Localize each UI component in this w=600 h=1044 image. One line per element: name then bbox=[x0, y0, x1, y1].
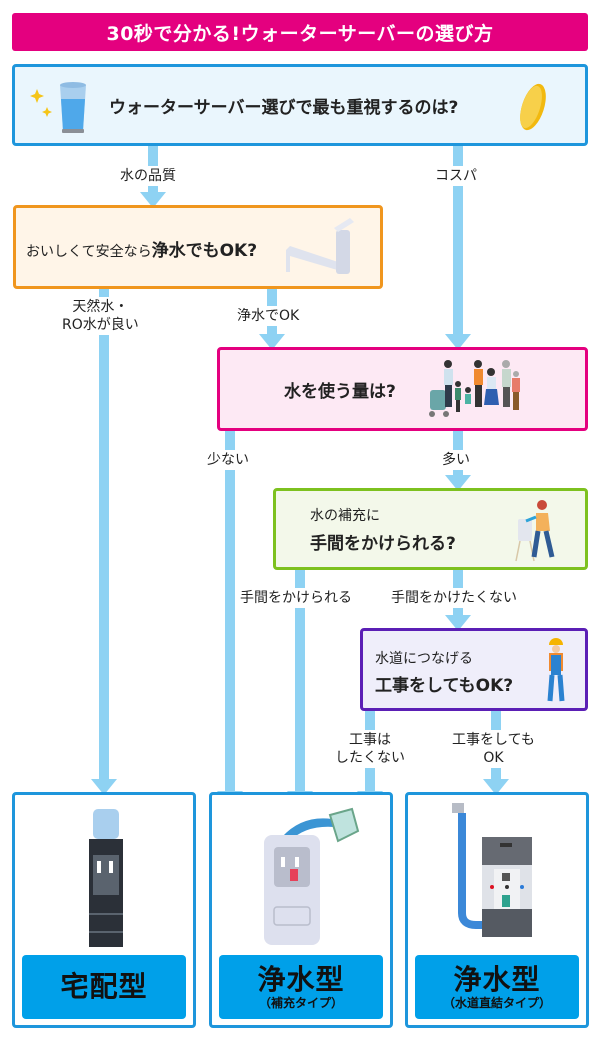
arrow-natural-ro bbox=[91, 779, 117, 795]
branch-label-less: 少ない bbox=[205, 450, 251, 470]
arrow-cost bbox=[445, 334, 471, 350]
result-delivery-type-main: 宅配型 bbox=[60, 970, 148, 1003]
question-refill-effort: 水の補充に 手間をかけられる? bbox=[273, 488, 588, 570]
question-purified-ok: おいしくて安全なら浄水でもOK? bbox=[13, 205, 383, 289]
branch-label-cost: コスパ bbox=[433, 166, 479, 186]
question-usage-amount: 水を使う量は? bbox=[217, 347, 588, 431]
result-tap-connected-type: 浄水型 （水道直結タイプ） bbox=[405, 792, 589, 1028]
arrow-no-effort bbox=[445, 615, 471, 631]
question-purified-ok-text: おいしくて安全なら浄水でもOK? bbox=[26, 236, 257, 261]
branch-label-can-effort: 手間をかけられる bbox=[238, 588, 354, 608]
worker-icon bbox=[547, 638, 565, 702]
branch-label-natural-ro-line2: RO水が良い bbox=[62, 317, 139, 333]
water-glass-icon bbox=[30, 82, 86, 133]
question-purified-prefix: おいしくて安全なら bbox=[26, 244, 152, 260]
result-refill-type: 浄水型 （補充タイプ） bbox=[209, 792, 393, 1028]
refill-water-server-icon bbox=[264, 807, 360, 945]
tap-connected-water-server-icon bbox=[452, 803, 532, 937]
branch-label-work-ok-line1: 工事をしても bbox=[452, 732, 535, 748]
arrow-quality bbox=[140, 192, 166, 208]
branch-label-work-ok-line2: OK bbox=[483, 750, 504, 766]
bottled-water-server-icon bbox=[89, 809, 123, 947]
result-refill-type-sub: （補充タイプ） bbox=[258, 996, 343, 1010]
branch-label-work-ok: 工事をしても OK bbox=[450, 730, 537, 768]
branch-label-quality: 水の品質 bbox=[118, 166, 178, 186]
faucet-icon bbox=[286, 218, 354, 274]
result-delivery-type: 宅配型 bbox=[12, 792, 196, 1028]
question-plumbing-work-line2: 工事をしてもOK? bbox=[375, 676, 514, 696]
arrow-more bbox=[445, 475, 471, 491]
question-refill-effort-line2: 手間をかけられる? bbox=[310, 534, 456, 554]
question-priority: ウォーターサーバー選びで最も重視するのは? bbox=[12, 64, 588, 146]
connector-can-effort bbox=[295, 570, 305, 791]
result-tap-connected-type-main: 浄水型 bbox=[453, 963, 541, 996]
page-title: 30秒で分かる!ウォーターサーバーの選び方 bbox=[12, 13, 588, 51]
branch-label-purified-ok: 浄水でOK bbox=[235, 306, 302, 326]
question-usage-amount-text: 水を使う量は? bbox=[284, 382, 396, 402]
branch-label-no-work: 工事は したくない bbox=[333, 730, 407, 768]
question-priority-text: ウォーターサーバー選びで最も重視するのは? bbox=[109, 98, 459, 118]
branch-label-no-work-line2: したくない bbox=[335, 750, 405, 766]
result-tap-connected-type-sub: （水道直結タイプ） bbox=[442, 996, 551, 1010]
result-delivery-type-label: 宅配型 bbox=[22, 955, 186, 1019]
coin-icon bbox=[520, 83, 546, 131]
branch-label-no-effort: 手間をかけたくない bbox=[389, 588, 519, 608]
question-refill-effort-line1: 水の補充に bbox=[310, 508, 380, 524]
sparkle-icon bbox=[30, 89, 44, 103]
result-refill-type-label: 浄水型 （補充タイプ） bbox=[219, 955, 383, 1019]
arrow-purified-ok bbox=[259, 334, 285, 350]
connector-cost bbox=[453, 146, 463, 334]
result-tap-connected-type-label: 浄水型 （水道直結タイプ） bbox=[415, 955, 579, 1019]
question-plumbing-work-line1: 水道につなげる bbox=[375, 651, 473, 667]
connector-natural-ro bbox=[99, 289, 109, 779]
branch-label-no-work-line1: 工事は bbox=[349, 732, 391, 748]
family-icon bbox=[429, 360, 520, 417]
branch-label-more: 多い bbox=[440, 450, 472, 470]
result-refill-type-main: 浄水型 bbox=[257, 963, 345, 996]
branch-label-natural-ro: 天然水・ RO水が良い bbox=[60, 297, 141, 335]
connector-less bbox=[225, 431, 235, 791]
question-purified-emphasis: 浄水でもOK? bbox=[151, 241, 258, 261]
question-plumbing-work: 水道につなげる 工事をしてもOK? bbox=[360, 628, 588, 711]
arrow-work-ok bbox=[483, 779, 509, 795]
branch-label-natural-ro-line1: 天然水・ bbox=[72, 299, 129, 315]
woman-refilling-icon bbox=[515, 500, 555, 562]
